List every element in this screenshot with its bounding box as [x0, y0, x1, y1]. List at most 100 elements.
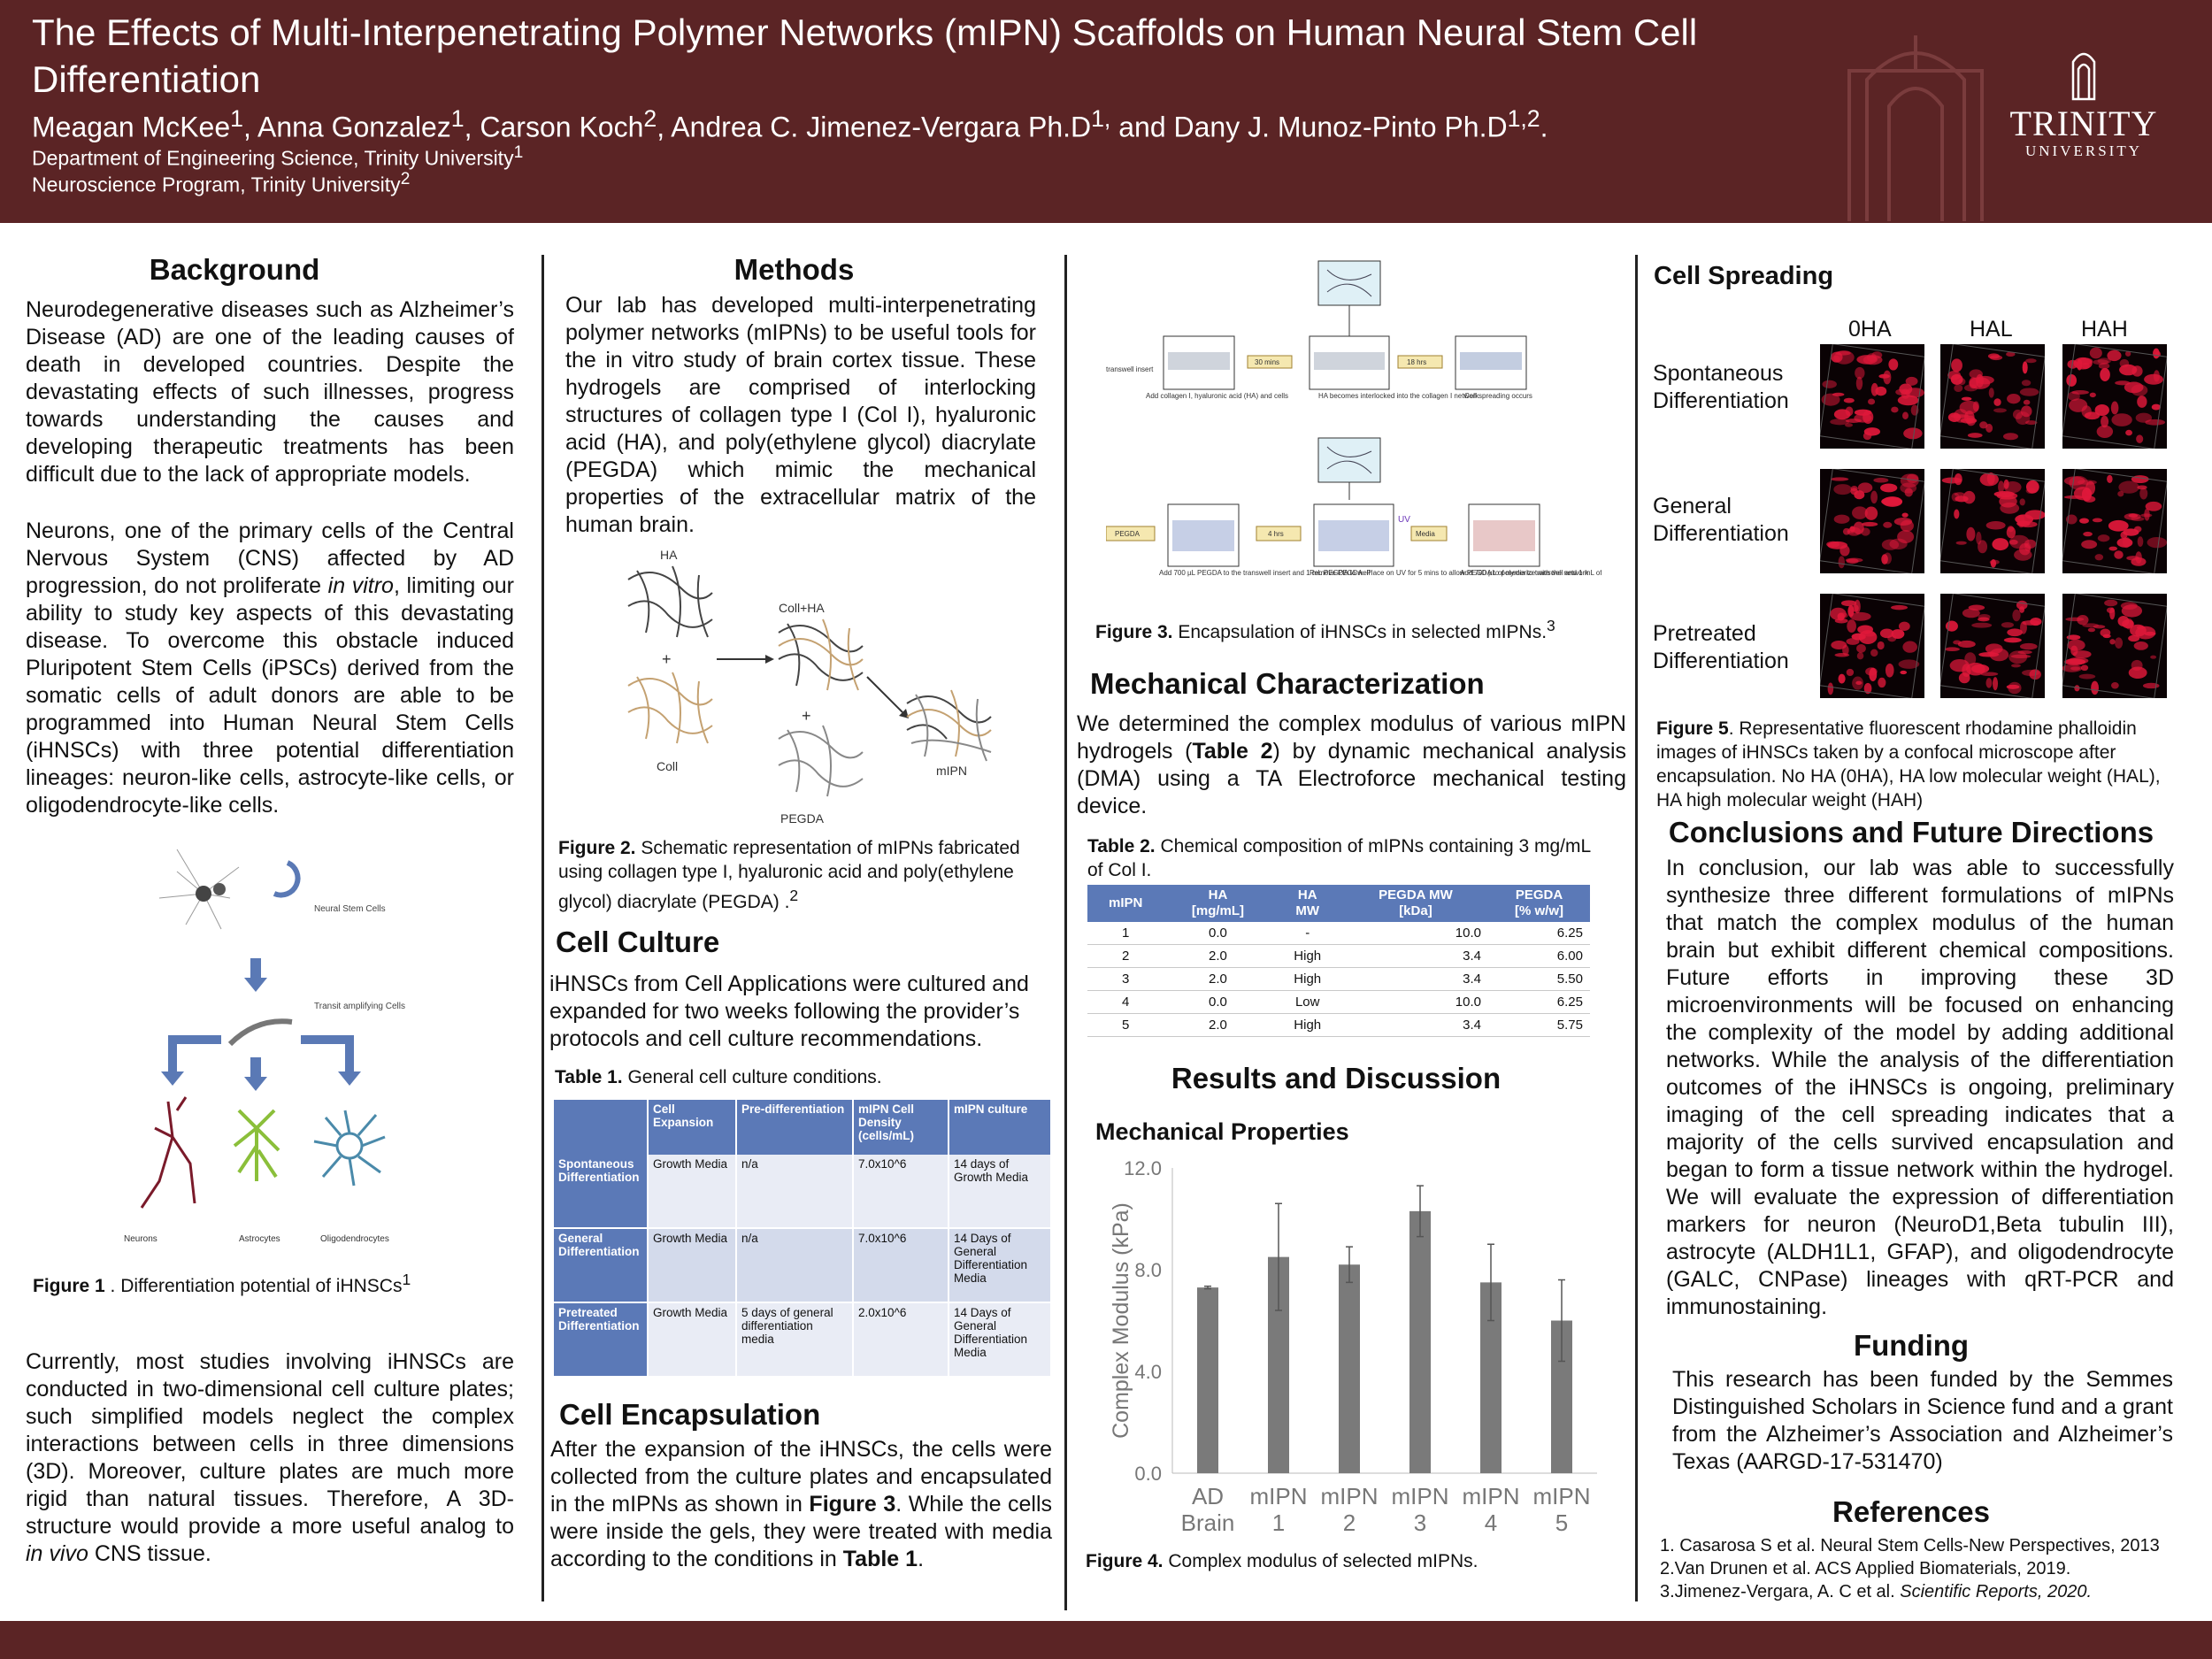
y-axis-label: Complex Modulus (kPa)	[1109, 1202, 1133, 1439]
conclusions-paragraph: In conclusion, our lab was able to succe…	[1666, 856, 2174, 1319]
university-logo: TRINITY UNIVERSITY	[2008, 44, 2159, 160]
pegda-label-box	[1106, 526, 1156, 541]
collagen-network-icon	[627, 672, 713, 744]
mipn-network-icon	[906, 689, 992, 762]
fig2-label-mipn: mIPN	[936, 764, 967, 778]
left-arrow-icon	[161, 1071, 184, 1086]
footer-band	[0, 1621, 2212, 1659]
table-1-culture-conditions: Cell Expansion Pre-differentiation mIPN …	[554, 1100, 1052, 1378]
column-divider	[541, 255, 544, 1601]
x-tick-label: Brain	[1181, 1509, 1235, 1536]
svg-text:Media: Media	[1416, 530, 1435, 538]
fluorescence-pattern	[1826, 473, 1919, 569]
funding-heading: Funding	[1853, 1329, 1970, 1362]
background-paragraph-1: Neurodegenerative diseases such as Alzhe…	[26, 297, 514, 487]
y-tick-label: 0.0	[1134, 1463, 1162, 1485]
svg-text:HA becomes interlocked into th: HA becomes interlocked into the collagen…	[1318, 392, 1479, 400]
confocal-image	[2062, 469, 2167, 573]
self-renewal-arrow-icon	[273, 860, 301, 898]
confocal-image	[1820, 594, 1924, 698]
tower-logo-icon	[2071, 52, 2096, 101]
x-tick-label: 3	[1414, 1509, 1426, 1536]
x-tick-label: 2	[1343, 1509, 1356, 1536]
bell-tower-watermark-icon	[1847, 35, 1984, 221]
affiliation-1: Department of Engineering Science, Trini…	[32, 143, 524, 170]
cell-encapsulation-paragraph: After the expansion of the iHNSCs, the c…	[550, 1437, 1052, 1571]
svg-text:30 mins: 30 mins	[1255, 358, 1279, 366]
reference-list: 1. Casarosa S et al. Neural Stem Cells-N…	[1660, 1534, 2200, 1603]
fig2-label-pegda: PEGDA	[780, 811, 825, 826]
fig2-arrow-icon	[765, 655, 774, 664]
author-list: Meagan McKee1, Anna Gonzalez1, Carson Ko…	[32, 105, 1548, 143]
svg-text:18 hrs: 18 hrs	[1407, 358, 1426, 366]
fluorescence-pattern	[1947, 351, 2039, 441]
svg-text:Add collagen I, hyaluronic aci: Add collagen I, hyaluronic acid (HA) and…	[1146, 392, 1288, 400]
header-banner: The Effects of Multi-Interpenetrating Po…	[0, 0, 2212, 223]
svg-text:Remove PEGDA. Place on UV for: Remove PEGDA. Place on UV for 5 mins to …	[1310, 569, 1589, 577]
table-row: Pretreated Differentiation Growth Media …	[554, 1302, 1052, 1378]
fig2-plus-1: +	[662, 650, 672, 668]
oligodendrocyte-icon	[313, 1110, 386, 1187]
x-tick-label: mIPN	[1533, 1483, 1591, 1509]
table-1-caption: Table 1. General cell culture conditions…	[555, 1067, 882, 1087]
fig2-plus-2: +	[802, 707, 811, 725]
table-header-row: Cell Expansion Pre-differentiation mIPN …	[554, 1100, 1052, 1155]
svg-text:4 hrs: 4 hrs	[1268, 530, 1284, 538]
table-row: Spontaneous Differentiation Growth Media…	[554, 1155, 1052, 1229]
table-2-mipn-composition: mIPN HA [mg/mL] HA MW PEGDA MW [kDa] PEG…	[1087, 885, 1590, 1037]
ha-network-icon	[627, 565, 713, 638]
confocal-image	[1940, 469, 2045, 573]
arrow-4-hrs-icon	[1256, 526, 1302, 541]
x-tick-label: mIPN	[1463, 1483, 1520, 1509]
column-divider	[1635, 255, 1638, 1601]
x-tick-label: 5	[1555, 1509, 1568, 1536]
fig2-label-collha: Coll+HA	[779, 601, 825, 615]
middle-arrow-icon	[244, 1077, 267, 1091]
cell-culture-heading: Cell Culture	[556, 926, 720, 958]
fluorescence-pattern	[1944, 600, 2042, 695]
reference-1: 1. Casarosa S et al. Neural Stem Cells-N…	[1660, 1536, 2160, 1555]
fig1-label-neurons: Neurons	[124, 1234, 157, 1244]
collha-network-icon	[778, 618, 864, 691]
table-header-row: mIPN HA [mg/mL] HA MW PEGDA MW [kDa] PEG…	[1087, 885, 1590, 922]
fig1-label-astrocytes: Astrocytes	[239, 1234, 280, 1244]
mechanical-properties-heading: Mechanical Properties	[1095, 1118, 1349, 1145]
svg-text:Add 700 µL of media to transwe: Add 700 µL of media to transwell and 1 m…	[1460, 569, 1601, 577]
bar	[1339, 1264, 1360, 1473]
down-arrow-icon	[244, 978, 267, 992]
figure-2-caption: Figure 2. Schematic representation of mI…	[558, 838, 1020, 912]
fluorescence-pattern	[2066, 347, 2166, 443]
stem-cell-icon	[196, 886, 211, 902]
svg-text:PEGDA: PEGDA	[1115, 530, 1141, 538]
x-tick-label: 1	[1272, 1509, 1285, 1536]
confocal-image	[2062, 344, 2167, 449]
bar	[1197, 1287, 1218, 1473]
background-heading: Background	[149, 253, 320, 286]
confocal-image	[1820, 344, 1924, 449]
arrow-30-min-icon	[1247, 355, 1293, 369]
poster-title: The Effects of Multi-Interpenetrating Po…	[32, 12, 1698, 100]
svg-text:UV: UV	[1398, 515, 1410, 525]
mechanical-characterization-heading: Mechanical Characterization	[1090, 667, 1485, 700]
fig2-label-coll: Coll	[657, 759, 678, 773]
y-tick-label: 4.0	[1134, 1361, 1162, 1383]
results-heading: Results and Discussion	[1171, 1062, 1502, 1094]
cell-spreading-heading: Cell Spreading	[1654, 262, 1834, 290]
cell-culture-paragraph: iHNSCs from Cell Applications were cultu…	[549, 972, 1029, 1051]
fluorescence-pattern	[1821, 350, 1924, 441]
background-paragraph-3: Currently, most studies involving iHNSCs…	[26, 1349, 514, 1566]
references-heading: References	[1832, 1495, 1990, 1528]
confocal-image	[1940, 594, 2045, 698]
astrocyte-icon	[233, 1109, 280, 1181]
cell-encapsulation-heading: Cell Encapsulation	[559, 1398, 821, 1431]
figure-3-caption: Figure 3. Encapsulation of iHNSCs in sel…	[1095, 617, 1555, 642]
methods-heading: Methods	[733, 253, 855, 286]
